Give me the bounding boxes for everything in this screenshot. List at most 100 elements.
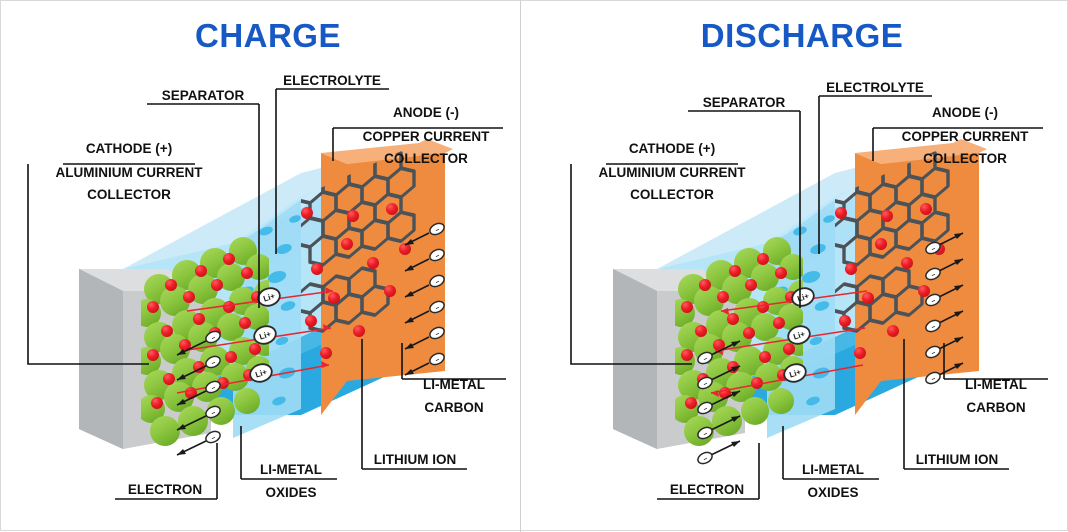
svg-text:LI-METAL: LI-METAL bbox=[260, 462, 322, 477]
panel-discharge: DISCHARGE bbox=[535, 1, 1068, 532]
svg-text:–: – bbox=[930, 245, 937, 253]
li-metal-oxide-spheres bbox=[141, 237, 269, 446]
electron-badge: – bbox=[205, 330, 221, 344]
svg-text:LITHIUM ION: LITHIUM ION bbox=[374, 452, 457, 467]
callout-anode: ANODE (-) COPPER CURRENT COLLECTOR bbox=[332, 105, 503, 166]
electron-badge: – bbox=[925, 241, 941, 255]
svg-text:Li+: Li+ bbox=[788, 367, 802, 379]
svg-text:–: – bbox=[210, 334, 217, 342]
electron-badge: – bbox=[925, 371, 941, 385]
svg-text:–: – bbox=[930, 297, 937, 305]
svg-text:Li+: Li+ bbox=[262, 291, 276, 303]
callout-electrolyte: ELECTROLYTE bbox=[275, 73, 389, 254]
electron-badge: – bbox=[925, 293, 941, 307]
svg-text:COLLECTOR: COLLECTOR bbox=[87, 187, 171, 202]
lithium-ion-badge: Li+ bbox=[783, 363, 807, 383]
svg-text:–: – bbox=[702, 455, 709, 463]
svg-text:–: – bbox=[210, 384, 217, 392]
callout-lithium-ion: LITHIUM ION bbox=[361, 339, 467, 470]
electron-badge: – bbox=[205, 430, 221, 444]
lithium-ion-badge: Li+ bbox=[253, 325, 277, 345]
callout-li-metal-oxides: LI-METAL OXIDES bbox=[240, 426, 337, 500]
electron-badge: – bbox=[925, 267, 941, 281]
svg-text:LITHIUM ION: LITHIUM ION bbox=[916, 452, 999, 467]
svg-text:SEPARATOR: SEPARATOR bbox=[162, 88, 245, 103]
svg-text:CATHODE (+): CATHODE (+) bbox=[629, 141, 715, 156]
lithium-ion-flow-discharge: Li+ Li+ Li+ bbox=[710, 287, 868, 397]
electron-badge: – bbox=[697, 376, 713, 390]
electron-flow-cathode-discharge: – – – – – bbox=[697, 340, 741, 465]
svg-text:–: – bbox=[434, 252, 441, 260]
callout-lithium-ion: LITHIUM ION bbox=[903, 339, 1009, 470]
svg-text:–: – bbox=[702, 405, 709, 413]
svg-text:LI-METAL: LI-METAL bbox=[802, 462, 864, 477]
lithium-ion-badge: Li+ bbox=[257, 287, 281, 307]
lithium-ion-badge: Li+ bbox=[787, 325, 811, 345]
electron-flow-anode-discharge: – – – – – bbox=[925, 232, 964, 385]
svg-text:LI-METAL: LI-METAL bbox=[423, 377, 485, 392]
electron-badge: – bbox=[697, 451, 713, 465]
electron-badge: – bbox=[697, 351, 713, 365]
panel-charge: CHARGE bbox=[1, 1, 535, 532]
callout-electron: ELECTRON bbox=[657, 443, 760, 500]
callout-cathode: CATHODE (+) ALUMINIUM CURRENT COLLECTOR bbox=[27, 141, 204, 365]
svg-text:COLLECTOR: COLLECTOR bbox=[630, 187, 714, 202]
electron-flow-cathode-charge: – – – – – bbox=[176, 330, 221, 456]
electron-badge: – bbox=[697, 426, 713, 440]
callout-cathode: CATHODE (+) ALUMINIUM CURRENT COLLECTOR bbox=[570, 141, 746, 365]
svg-text:–: – bbox=[702, 430, 709, 438]
svg-text:ALUMINIUM CURRENT: ALUMINIUM CURRENT bbox=[56, 165, 204, 180]
svg-text:OXIDES: OXIDES bbox=[807, 485, 858, 500]
electron-badge: – bbox=[925, 345, 941, 359]
svg-text:ELECTROLYTE: ELECTROLYTE bbox=[283, 73, 381, 88]
electron-badge: – bbox=[429, 248, 445, 262]
svg-text:–: – bbox=[210, 434, 217, 442]
svg-text:COPPER CURRENT: COPPER CURRENT bbox=[902, 129, 1030, 144]
svg-text:–: – bbox=[434, 278, 441, 286]
callout-separator: SEPARATOR bbox=[147, 88, 260, 308]
charge-illustration: Li+ Li+ Li+ bbox=[27, 73, 506, 500]
electron-badge: – bbox=[429, 300, 445, 314]
callout-electron: ELECTRON bbox=[115, 443, 218, 500]
electron-badge: – bbox=[205, 380, 221, 394]
svg-text:–: – bbox=[210, 409, 217, 417]
svg-text:LI-METAL: LI-METAL bbox=[965, 377, 1027, 392]
svg-text:–: – bbox=[434, 356, 441, 364]
electron-badge: – bbox=[429, 274, 445, 288]
callout-li-metal-carbon: LI-METAL CARBON bbox=[943, 343, 1048, 415]
svg-text:Li+: Li+ bbox=[254, 367, 268, 379]
callout-anode: ANODE (-) COPPER CURRENT COLLECTOR bbox=[872, 105, 1043, 166]
svg-text:CARBON: CARBON bbox=[966, 400, 1025, 415]
discharge-illustration: Li+ Li+ Li+ bbox=[570, 80, 1048, 500]
electron-badge: – bbox=[925, 319, 941, 333]
electron-badge: – bbox=[429, 222, 445, 236]
svg-text:Li+: Li+ bbox=[792, 329, 806, 341]
callout-li-metal-carbon: LI-METAL CARBON bbox=[401, 343, 506, 415]
svg-text:–: – bbox=[702, 355, 709, 363]
svg-text:–: – bbox=[930, 375, 937, 383]
electron-badge: – bbox=[205, 405, 221, 419]
svg-text:ELECTRON: ELECTRON bbox=[670, 482, 744, 497]
callout-electrolyte: ELECTROLYTE bbox=[818, 80, 932, 254]
electron-badge: – bbox=[429, 326, 445, 340]
svg-text:–: – bbox=[434, 330, 441, 338]
electron-badge: – bbox=[697, 401, 713, 415]
svg-text:CARBON: CARBON bbox=[424, 400, 483, 415]
carbon-lithium-dots bbox=[301, 203, 411, 359]
electron-badge: – bbox=[205, 355, 221, 369]
svg-text:–: – bbox=[210, 359, 217, 367]
svg-text:COPPER CURRENT: COPPER CURRENT bbox=[363, 129, 491, 144]
callout-li-metal-oxides: LI-METAL OXIDES bbox=[782, 426, 879, 500]
svg-text:Li+: Li+ bbox=[258, 329, 272, 341]
svg-text:CATHODE (+): CATHODE (+) bbox=[86, 141, 172, 156]
panel-discharge-title: DISCHARGE bbox=[700, 17, 904, 54]
svg-text:–: – bbox=[702, 380, 709, 388]
lithium-ion-flow-charge: Li+ Li+ Li+ bbox=[176, 287, 334, 394]
carbon-lithium-dots bbox=[835, 203, 945, 359]
panel-charge-title: CHARGE bbox=[194, 17, 341, 54]
svg-text:ELECTROLYTE: ELECTROLYTE bbox=[826, 80, 924, 95]
svg-text:SEPARATOR: SEPARATOR bbox=[703, 95, 786, 110]
svg-text:–: – bbox=[930, 323, 937, 331]
li-metal-oxide-spheres bbox=[675, 237, 803, 446]
lithium-ion-badge: Li+ bbox=[249, 363, 273, 383]
